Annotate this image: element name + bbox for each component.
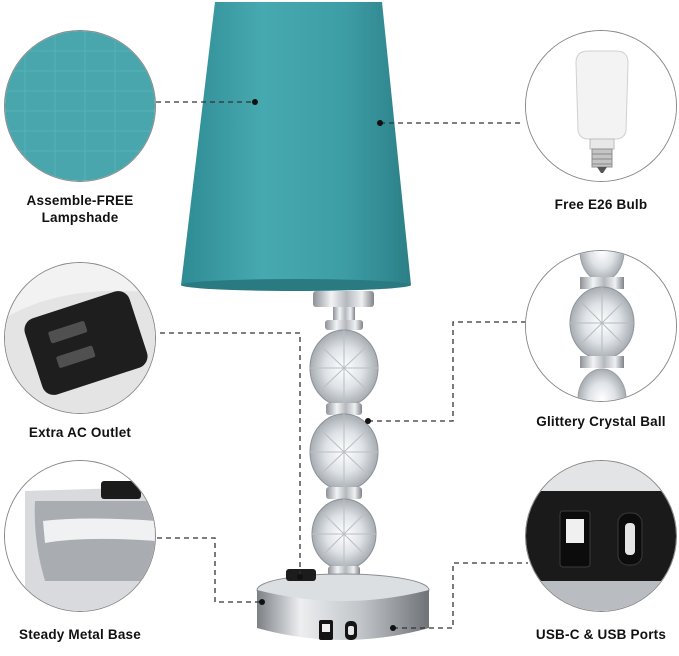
leader-lines xyxy=(148,101,532,629)
crystal-detail-circle xyxy=(525,250,677,402)
bulb-caption: Free E26 Bulb xyxy=(554,197,648,212)
lamp-ring-2 xyxy=(326,403,362,415)
ports-detail-circle xyxy=(525,460,677,612)
crystal-caption: Glittery Crystal Ball xyxy=(536,414,666,429)
outlet-icon xyxy=(24,291,148,395)
lampshade-bottom-rim xyxy=(181,279,411,291)
lamp-neck-collar xyxy=(313,291,374,307)
bulb-detail-circle xyxy=(525,30,677,182)
lamp-base-side xyxy=(257,590,429,640)
lamp-neck-stem xyxy=(333,307,355,321)
lamp-ring-3 xyxy=(326,487,362,499)
lamp-ring-1 xyxy=(325,320,363,330)
ports-caption: USB-C & USB Ports xyxy=(535,627,667,642)
lampshade xyxy=(181,2,411,285)
lampshade-caption: Assemble-FREE Lampshade xyxy=(26,193,134,225)
outlet-detail-circle xyxy=(4,262,156,414)
outlet-caption: Extra AC Outlet xyxy=(28,425,132,440)
fabric-detail-circle xyxy=(4,30,156,182)
bulb-icon xyxy=(575,50,629,140)
base-caption: Steady Metal Base xyxy=(19,627,141,642)
base-detail-circle xyxy=(4,460,156,612)
